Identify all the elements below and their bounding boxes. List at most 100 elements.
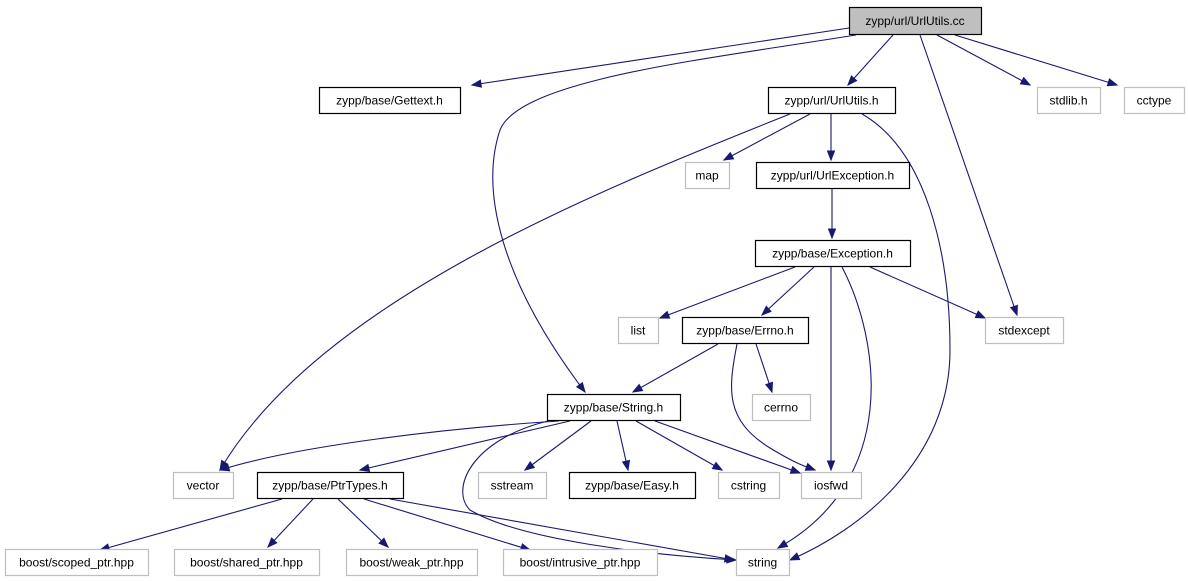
node-exception-h[interactable]: zypp/base/Exception.h bbox=[754, 239, 912, 268]
arrowhead bbox=[1106, 78, 1119, 87]
node-box bbox=[717, 471, 781, 500]
node-intrusive-ptr: boost/intrusive_ptr.hpp bbox=[502, 548, 659, 577]
node-box bbox=[172, 471, 235, 500]
node-label: boost/shared_ptr.hpp bbox=[190, 556, 303, 570]
node-label: zypp/base/Easy.h bbox=[585, 479, 679, 493]
node-box bbox=[502, 548, 659, 577]
arrowhead bbox=[1019, 76, 1032, 86]
arrowhead bbox=[826, 150, 836, 162]
node-scoped-ptr: boost/scoped_ptr.hpp bbox=[4, 548, 150, 577]
node-box bbox=[1123, 86, 1186, 115]
arrowhead bbox=[722, 151, 735, 161]
node-label: zypp/base/Errno.h bbox=[696, 324, 793, 338]
node-label: iosfwd bbox=[814, 479, 848, 493]
edge-urlutils_cc-to-cctype bbox=[954, 34, 1119, 87]
arrowhead bbox=[776, 539, 789, 549]
node-box bbox=[617, 316, 660, 345]
node-cerrno: cerrno bbox=[751, 393, 812, 422]
edge-urlutils_cc-to-urlutils_h bbox=[847, 34, 894, 87]
arrowhead bbox=[974, 310, 987, 319]
arrowhead bbox=[378, 537, 389, 548]
node-string-h[interactable]: zypp/base/String.h bbox=[546, 393, 682, 422]
node-box bbox=[754, 239, 912, 268]
node-label: cctype bbox=[1137, 94, 1172, 108]
arrowhead bbox=[723, 554, 736, 563]
edges-layer bbox=[98, 27, 1119, 564]
node-box bbox=[1036, 86, 1102, 115]
edge-string_h-to-cstring bbox=[635, 420, 724, 471]
node-weak-ptr: boost/weak_ptr.hpp bbox=[345, 548, 479, 577]
node-urlexception-h[interactable]: zypp/url/UrlException.h bbox=[755, 161, 911, 190]
edge-ptrtypes_h-to-string bbox=[389, 498, 736, 563]
node-box bbox=[173, 548, 321, 577]
arrowhead bbox=[523, 460, 536, 471]
node-box bbox=[684, 161, 731, 190]
node-label: list bbox=[631, 324, 646, 338]
arrowhead bbox=[788, 552, 801, 561]
node-urlutils-h[interactable]: zypp/url/UrlUtils.h bbox=[767, 86, 897, 115]
edge-string_h-to-sstream bbox=[523, 420, 592, 471]
edge-ptrtypes_h-to-weak_ptr bbox=[337, 498, 389, 548]
node-label: zypp/base/String.h bbox=[564, 401, 663, 415]
node-stdlib-h: stdlib.h bbox=[1036, 86, 1102, 115]
node-errno-h[interactable]: zypp/base/Errno.h bbox=[681, 316, 810, 345]
node-label: zypp/base/Gettext.h bbox=[336, 94, 443, 108]
edge-exception_h-to-list bbox=[658, 266, 796, 319]
edge-urlutils_cc-to-stdlib_h bbox=[936, 34, 1032, 86]
arrowhead bbox=[621, 459, 631, 472]
node-label: zypp/url/UrlUtils.cc bbox=[865, 14, 964, 28]
node-box bbox=[767, 86, 897, 115]
node-sstream: sstream bbox=[477, 471, 548, 500]
edge-string_h-to-ptrtypes_h bbox=[358, 420, 571, 472]
arrowhead bbox=[827, 228, 837, 240]
arrowhead bbox=[218, 463, 231, 472]
arrowhead bbox=[631, 383, 644, 393]
node-label: boost/scoped_ptr.hpp bbox=[19, 556, 134, 570]
node-box bbox=[318, 86, 462, 115]
node-box bbox=[4, 548, 150, 577]
node-box bbox=[755, 161, 911, 190]
edge-urlutils_cc-to-string_h bbox=[492, 34, 857, 394]
node-box bbox=[345, 548, 479, 577]
node-box bbox=[568, 471, 697, 500]
node-label: cstring bbox=[731, 479, 766, 493]
node-label: zypp/base/PtrTypes.h bbox=[272, 479, 387, 493]
node-iosfwd: iosfwd bbox=[800, 471, 863, 500]
node-cctype: cctype bbox=[1123, 86, 1186, 115]
node-label: zypp/base/Exception.h bbox=[772, 247, 893, 261]
edge-errno_h-to-iosfwd bbox=[731, 343, 817, 471]
edge-exception_h-to-stdexcept bbox=[869, 266, 987, 319]
node-label: zypp/url/UrlUtils.h bbox=[784, 94, 878, 108]
arrowhead bbox=[575, 381, 586, 394]
node-label: map bbox=[695, 169, 719, 183]
arrowhead bbox=[267, 537, 278, 549]
node-box bbox=[848, 6, 983, 36]
edge-ptrtypes_h-to-scoped_ptr bbox=[98, 498, 283, 552]
node-label: vector bbox=[187, 479, 220, 493]
arrowhead bbox=[470, 79, 483, 88]
node-label: boost/intrusive_ptr.hpp bbox=[520, 556, 641, 570]
node-label: sstream bbox=[491, 479, 534, 493]
edge-urlexception_h-to-exception_h bbox=[827, 189, 837, 240]
edge-urlutils_cc-to-gettext_h bbox=[470, 27, 850, 88]
node-box bbox=[681, 316, 810, 345]
node-easy-h[interactable]: zypp/base/Easy.h bbox=[568, 471, 697, 500]
node-list: list bbox=[617, 316, 660, 345]
edge-exception_h-to-iosfwd bbox=[826, 267, 836, 472]
edge-errno_h-to-string_h bbox=[631, 343, 719, 393]
node-ptrtypes-h[interactable]: zypp/base/PtrTypes.h bbox=[256, 471, 405, 500]
node-label: zypp/url/UrlException.h bbox=[771, 169, 894, 183]
node-gettext-h[interactable]: zypp/base/Gettext.h bbox=[318, 86, 462, 115]
edge-urlutils_cc-to-stdexcept bbox=[919, 34, 1018, 317]
node-box bbox=[546, 393, 682, 422]
node-box bbox=[477, 471, 548, 500]
edge-urlutils_h-to-map bbox=[722, 113, 811, 161]
edge-string_h-to-easy_h bbox=[616, 420, 631, 472]
edge-ptrtypes_h-to-shared_ptr bbox=[267, 498, 314, 549]
node-shared-ptr: boost/shared_ptr.hpp bbox=[173, 548, 321, 577]
arrowhead bbox=[760, 305, 772, 316]
edge-urlutils_h-to-string bbox=[788, 113, 951, 561]
node-urlutils-cc: zypp/url/UrlUtils.cc bbox=[848, 6, 983, 36]
node-box bbox=[751, 393, 812, 422]
